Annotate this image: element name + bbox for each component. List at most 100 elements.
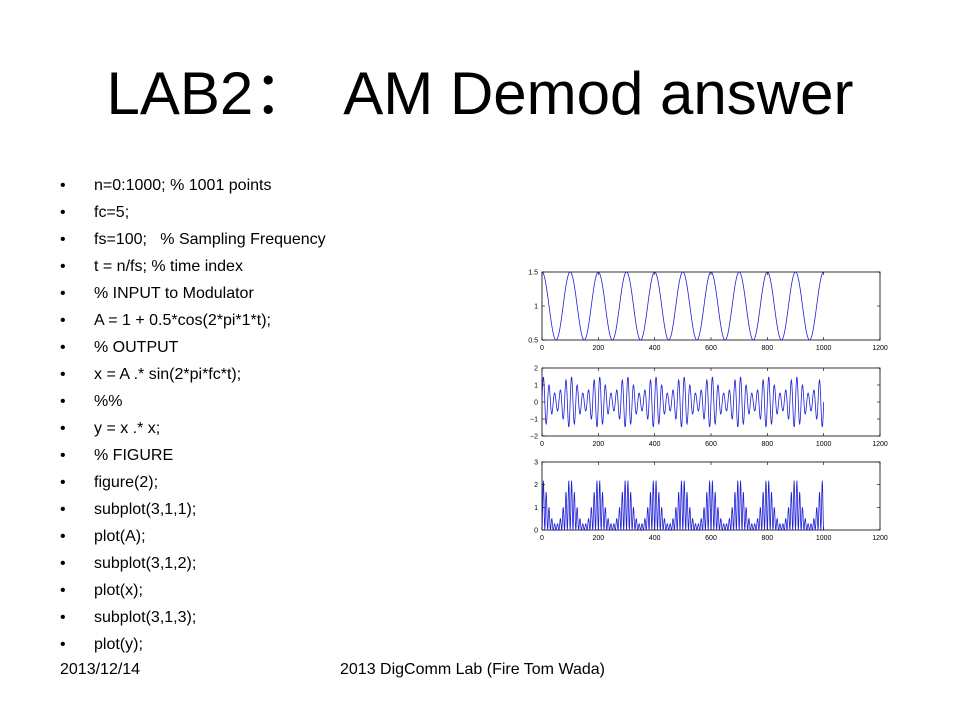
x-tick-label: 200 [592, 345, 604, 352]
x-tick-label: 1200 [872, 345, 888, 352]
code-text: % FIGURE [94, 447, 174, 464]
code-line: • y = x .* x; [60, 415, 326, 442]
code-line: • subplot(3,1,1); [60, 496, 326, 523]
code-line: • t = n/fs; % time index [60, 253, 326, 280]
code-line: • % FIGURE [60, 442, 326, 469]
x-tick-label: 1200 [872, 441, 888, 448]
axes-box [541, 271, 881, 341]
series-line [541, 480, 825, 532]
code-line: • fc=5; [60, 199, 326, 226]
code-line: • plot(A); [60, 523, 326, 550]
code-text: % INPUT to Modulator [94, 285, 254, 302]
x-tick-label: 0 [540, 345, 544, 352]
bullet-icon: • [60, 609, 66, 626]
x-tick-label: 1000 [816, 441, 832, 448]
code-line: • A = 1 + 0.5*cos(2*pi*1*t); [60, 307, 326, 334]
bullet-icon: • [60, 231, 66, 248]
x-tick-label: 200 [592, 441, 604, 448]
code-text: figure(2); [94, 474, 159, 491]
code-text: fs=100; % Sampling Frequency [94, 231, 326, 248]
series-line [541, 376, 825, 428]
y-tick-label: 3 [534, 460, 538, 467]
bullet-icon: • [60, 177, 66, 194]
bullet-icon: • [60, 204, 66, 221]
bullet-icon: • [60, 501, 66, 518]
bullet-icon: • [60, 447, 66, 464]
slide-title: LAB2： AM Demod answer [106, 60, 854, 127]
code-line: • n=0:1000; % 1001 points [60, 172, 326, 199]
x-tick-label: 1200 [872, 535, 888, 542]
bullet-icon: • [60, 393, 66, 410]
code-text: plot(x); [94, 582, 143, 599]
subplot-1: 0 200 400 600 800 1000 1200 0.5 1 1.5 [528, 270, 888, 353]
code-line: • % INPUT to Modulator [60, 280, 326, 307]
code-text: A = 1 + 0.5*cos(2*pi*1*t); [94, 312, 271, 329]
code-line: •%% [60, 388, 326, 415]
code-text: % OUTPUT [94, 339, 179, 356]
subplot-3: 0 200 400 600 800 1000 1200 0 1 2 3 [534, 460, 888, 543]
x-tick-label: 1000 [816, 345, 832, 352]
y-tick-label: 1.5 [528, 270, 538, 277]
code-text: n=0:1000; % 1001 points [94, 177, 272, 194]
bullet-icon: • [60, 582, 66, 599]
bullet-icon: • [60, 312, 66, 329]
x-tick-label: 800 [761, 345, 773, 352]
footer-credit: 2013 DigComm Lab (Fire Tom Wada) [340, 661, 605, 678]
code-text: subplot(3,1,3); [94, 609, 197, 626]
code-text: t = n/fs; % time index [94, 258, 243, 275]
code-line: • plot(y); [60, 631, 326, 658]
bullet-icon: • [60, 555, 66, 572]
x-tick-label: 400 [649, 441, 661, 448]
y-tick-label: 1 [534, 383, 538, 390]
bullet-icon: • [60, 528, 66, 545]
y-tick-label: 1 [534, 304, 538, 311]
x-tick-label: 800 [761, 535, 773, 542]
bullet-icon: • [60, 339, 66, 356]
code-text: fc=5; [94, 204, 130, 221]
code-line: • fs=100; % Sampling Frequency [60, 226, 326, 253]
y-tick-label: −2 [530, 434, 538, 441]
code-text: y = x .* x; [94, 420, 161, 437]
y-tick-label: 0 [534, 400, 538, 407]
code-line: • subplot(3,1,3); [60, 604, 326, 631]
y-tick-label: 1 [534, 505, 538, 512]
x-tick-label: 0 [540, 535, 544, 542]
bullet-icon: • [60, 258, 66, 275]
y-tick-label: 0 [534, 528, 538, 535]
x-tick-label: 600 [705, 345, 717, 352]
code-text: subplot(3,1,2); [94, 555, 197, 572]
bullet-icon: • [60, 636, 66, 653]
y-tick-label: 2 [534, 366, 538, 373]
code-line: • plot(x); [60, 577, 326, 604]
x-tick-label: 600 [705, 535, 717, 542]
x-tick-label: 1000 [816, 535, 832, 542]
y-tick-label: 0.5 [528, 338, 538, 345]
code-list: • n=0:1000; % 1001 points • fc=5; • fs=100; %… [60, 172, 326, 658]
code-text: x = A .* sin(2*pi*fc*t); [94, 366, 242, 383]
series-line [541, 271, 824, 341]
code-text: %% [94, 393, 123, 410]
footer-date: 2013/12/14 [60, 661, 141, 678]
y-tick-label: 2 [534, 482, 538, 489]
code-text: plot(A); [94, 528, 146, 545]
bullet-icon: • [60, 474, 66, 491]
bullet-icon: • [60, 366, 66, 383]
bullet-icon: • [60, 420, 66, 437]
x-tick-label: 800 [761, 441, 773, 448]
y-tick-label: −1 [530, 417, 538, 424]
x-tick-label: 400 [649, 345, 661, 352]
subplot-2: 0 200 400 600 800 1000 1200 −2 −1 0 1 2 [530, 366, 888, 449]
x-tick-label: 200 [592, 535, 604, 542]
code-line: • % OUTPUT [60, 334, 326, 361]
code-line: • subplot(3,1,2); [60, 550, 326, 577]
code-line: • figure(2); [60, 469, 326, 496]
code-text: plot(y); [94, 636, 143, 653]
code-text: subplot(3,1,1); [94, 501, 197, 518]
bullet-icon: • [60, 285, 66, 302]
code-line: • x = A .* sin(2*pi*fc*t); [60, 361, 326, 388]
x-tick-label: 400 [649, 535, 661, 542]
x-tick-label: 600 [705, 441, 717, 448]
x-tick-label: 0 [540, 441, 544, 448]
